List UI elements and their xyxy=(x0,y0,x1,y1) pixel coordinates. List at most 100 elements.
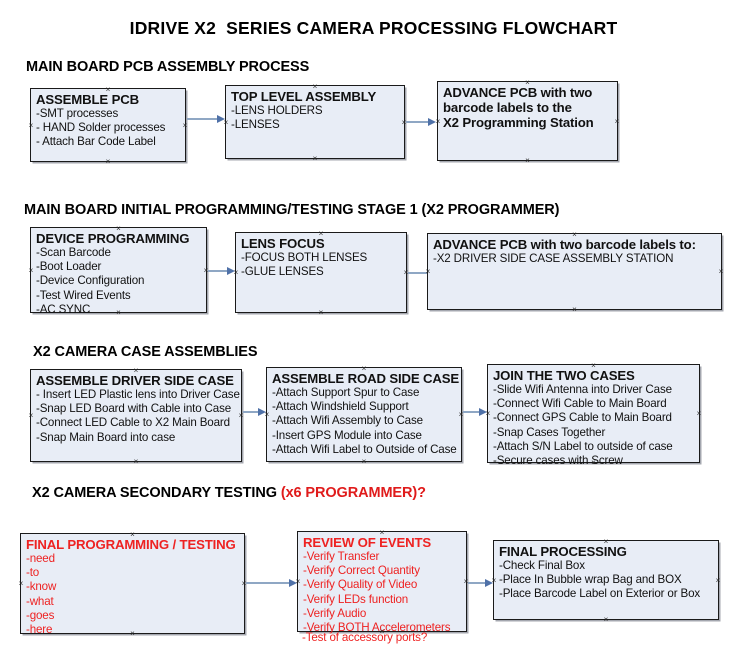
anchor-handle-bottom[interactable] xyxy=(115,309,122,316)
anchor-handle-left[interactable] xyxy=(28,267,35,274)
section-heading-1: MAIN BOARD PCB ASSEMBLY PROCESS xyxy=(26,59,309,75)
connector-shaft xyxy=(406,121,429,123)
anchor-handle-top[interactable] xyxy=(379,529,386,536)
anchor-handle-left[interactable] xyxy=(233,269,240,276)
node-final-processing-content: FINAL PROCESSING -Check Final Box -Place… xyxy=(499,544,716,602)
node-title: DEVICE PROGRAMMING xyxy=(36,231,190,246)
anchor-handle-right[interactable] xyxy=(715,577,722,584)
node-final-programming-testing[interactable]: FINAL PROGRAMMING / TESTING -need -to -k… xyxy=(18,531,248,637)
node-join-the-two-cases[interactable]: JOIN THE TWO CASES -Slide Wifi Antenna i… xyxy=(485,362,703,467)
node-line: -Attach S/N Label to outside of case xyxy=(493,439,673,453)
anchor-handle-bottom[interactable] xyxy=(105,158,112,165)
connector-shaft xyxy=(468,582,486,584)
anchor-handle-bottom[interactable] xyxy=(524,157,531,164)
node-line: -Verify Audio xyxy=(303,606,367,620)
node-advance-pcb-content: ADVANCE PCB with two barcode labels to t… xyxy=(443,85,615,130)
node-advance-pcb-driver-side[interactable]: ADVANCE PCB with two barcode labels to: … xyxy=(427,233,722,310)
node-lens-focus[interactable]: LENS FOCUS -FOCUS BOTH LENSES -GLUE LENS… xyxy=(235,232,407,313)
anchor-handle-right[interactable] xyxy=(401,119,408,126)
anchor-handle-left[interactable] xyxy=(18,580,25,587)
anchor-handle-top[interactable] xyxy=(590,362,597,369)
node-line: X2 Programming Station xyxy=(443,115,594,130)
anchor-handle-top[interactable] xyxy=(115,225,122,232)
node-line: -Test Wired Events xyxy=(36,288,131,302)
node-title: ADVANCE PCB with two xyxy=(443,85,593,100)
anchor-handle-top[interactable] xyxy=(318,230,325,237)
node-line: -goes xyxy=(26,608,55,622)
connector-shaft xyxy=(243,411,259,413)
node-line: -Boot Loader xyxy=(36,260,102,274)
node-line: -need xyxy=(26,552,55,565)
node-line: -Snap Main Board into case xyxy=(36,430,176,444)
node-line: -Verify BOTH Accelerometers xyxy=(303,621,451,635)
node-assemble-pcb[interactable]: ASSEMBLE PCB -SMT processes - HAND Solde… xyxy=(30,88,186,162)
anchor-handle-left[interactable] xyxy=(425,268,432,275)
node-join-the-two-cases-content: JOIN THE TWO CASES -Slide Wifi Antenna i… xyxy=(493,368,697,468)
node-assemble-driver-side-case-content: ASSEMBLE DRIVER SIDE CASE - Insert LED P… xyxy=(36,373,240,445)
anchor-handle-right[interactable] xyxy=(463,578,470,585)
anchor-handle-right[interactable] xyxy=(718,268,725,275)
anchor-handle-left[interactable] xyxy=(28,412,35,419)
anchor-handle-top[interactable] xyxy=(129,531,136,538)
node-review-of-events-overflow-line: -Test of accessory ports? xyxy=(302,631,428,644)
anchor-handle-top[interactable] xyxy=(105,86,112,93)
connector-roadside-to-join xyxy=(463,407,487,417)
node-assemble-road-side-case-content: ASSEMBLE ROAD SIDE CASE -Attach Support … xyxy=(272,371,459,457)
node-assemble-driver-side-case[interactable]: ASSEMBLE DRIVER SIDE CASE - Insert LED P… xyxy=(30,369,242,462)
anchor-handle-bottom[interactable] xyxy=(361,458,368,465)
anchor-handle-left[interactable] xyxy=(223,119,230,126)
anchor-handle-right[interactable] xyxy=(238,412,245,419)
node-line: -Slide Wifi Antenna into Driver Case xyxy=(493,383,672,396)
node-line: -Connect LED Cable to X2 Main Board xyxy=(36,416,230,430)
node-line: -Place Barcode Label on Exterior or Box xyxy=(499,587,701,601)
anchor-handle-top[interactable] xyxy=(312,83,319,90)
anchor-handle-bottom[interactable] xyxy=(133,458,140,465)
node-line: barcode labels to the xyxy=(443,100,572,115)
anchor-handle-bottom[interactable] xyxy=(603,616,610,623)
anchor-handle-left[interactable] xyxy=(485,410,492,417)
anchor-handle-left[interactable] xyxy=(295,578,302,585)
node-device-programming[interactable]: DEVICE PROGRAMMING -Scan Barcode -Boot L… xyxy=(28,225,210,316)
node-line: -Attach Wifi Label to Outside of Case xyxy=(272,442,457,456)
section-heading-4-accent: (x6 PROGRAMMER)? xyxy=(280,485,426,501)
node-title: TOP LEVEL ASSEMBLY xyxy=(231,89,377,104)
anchor-handle-bottom[interactable] xyxy=(590,459,597,466)
node-line: -Attach Windshield Support xyxy=(272,400,409,414)
node-line: -Attach Support Spur to Case xyxy=(272,386,420,399)
anchor-handle-bottom[interactable] xyxy=(318,309,325,316)
section-heading-4: X2 CAMERA SECONDARY TESTING (x6 PROGRAMM… xyxy=(32,485,426,501)
node-review-of-events[interactable]: REVIEW OF EVENTS -Verify Transfer -Verif… xyxy=(295,529,470,635)
node-advance-pcb-programming-station[interactable]: ADVANCE PCB with two barcode labels to t… xyxy=(437,81,618,161)
node-title: ASSEMBLE PCB xyxy=(36,92,139,107)
anchor-handle-bottom[interactable] xyxy=(129,630,136,637)
node-final-processing[interactable]: FINAL PROCESSING -Check Final Box -Place… xyxy=(493,540,719,620)
anchor-handle-top[interactable] xyxy=(524,79,531,86)
node-top-level-assembly[interactable]: TOP LEVEL ASSEMBLY -LENS HOLDERS -LENSES xyxy=(225,85,405,159)
node-line: -Verify Correct Quantity xyxy=(303,564,420,578)
node-line: -FOCUS BOTH LENSES xyxy=(241,251,368,264)
anchor-handle-right[interactable] xyxy=(203,267,210,274)
anchor-handle-left[interactable] xyxy=(435,118,442,125)
anchor-handle-top[interactable] xyxy=(603,538,610,545)
anchor-handle-bottom[interactable] xyxy=(312,155,319,162)
node-line: -here xyxy=(26,623,53,637)
anchor-handle-right[interactable] xyxy=(458,411,465,418)
anchor-handle-top[interactable] xyxy=(571,231,578,238)
anchor-handle-right[interactable] xyxy=(182,122,189,129)
node-line: -X2 DRIVER SIDE CASE ASSEMBLY STATION xyxy=(433,252,674,265)
anchor-handle-right[interactable] xyxy=(241,580,248,587)
anchor-handle-left[interactable] xyxy=(264,411,271,418)
anchor-handle-left[interactable] xyxy=(28,122,35,129)
anchor-handle-right[interactable] xyxy=(614,118,621,125)
anchor-handle-bottom[interactable] xyxy=(571,306,578,313)
node-line: - HAND Solder processes xyxy=(36,121,166,135)
anchor-handle-top[interactable] xyxy=(361,365,368,372)
node-line: -know xyxy=(26,580,57,594)
anchor-handle-right[interactable] xyxy=(696,410,703,417)
anchor-handle-right[interactable] xyxy=(403,269,410,276)
anchor-handle-left[interactable] xyxy=(491,577,498,584)
node-assemble-road-side-case[interactable]: ASSEMBLE ROAD SIDE CASE -Attach Support … xyxy=(266,367,462,462)
connector-device-to-lensfocus xyxy=(208,266,235,276)
anchor-handle-top[interactable] xyxy=(133,367,140,374)
